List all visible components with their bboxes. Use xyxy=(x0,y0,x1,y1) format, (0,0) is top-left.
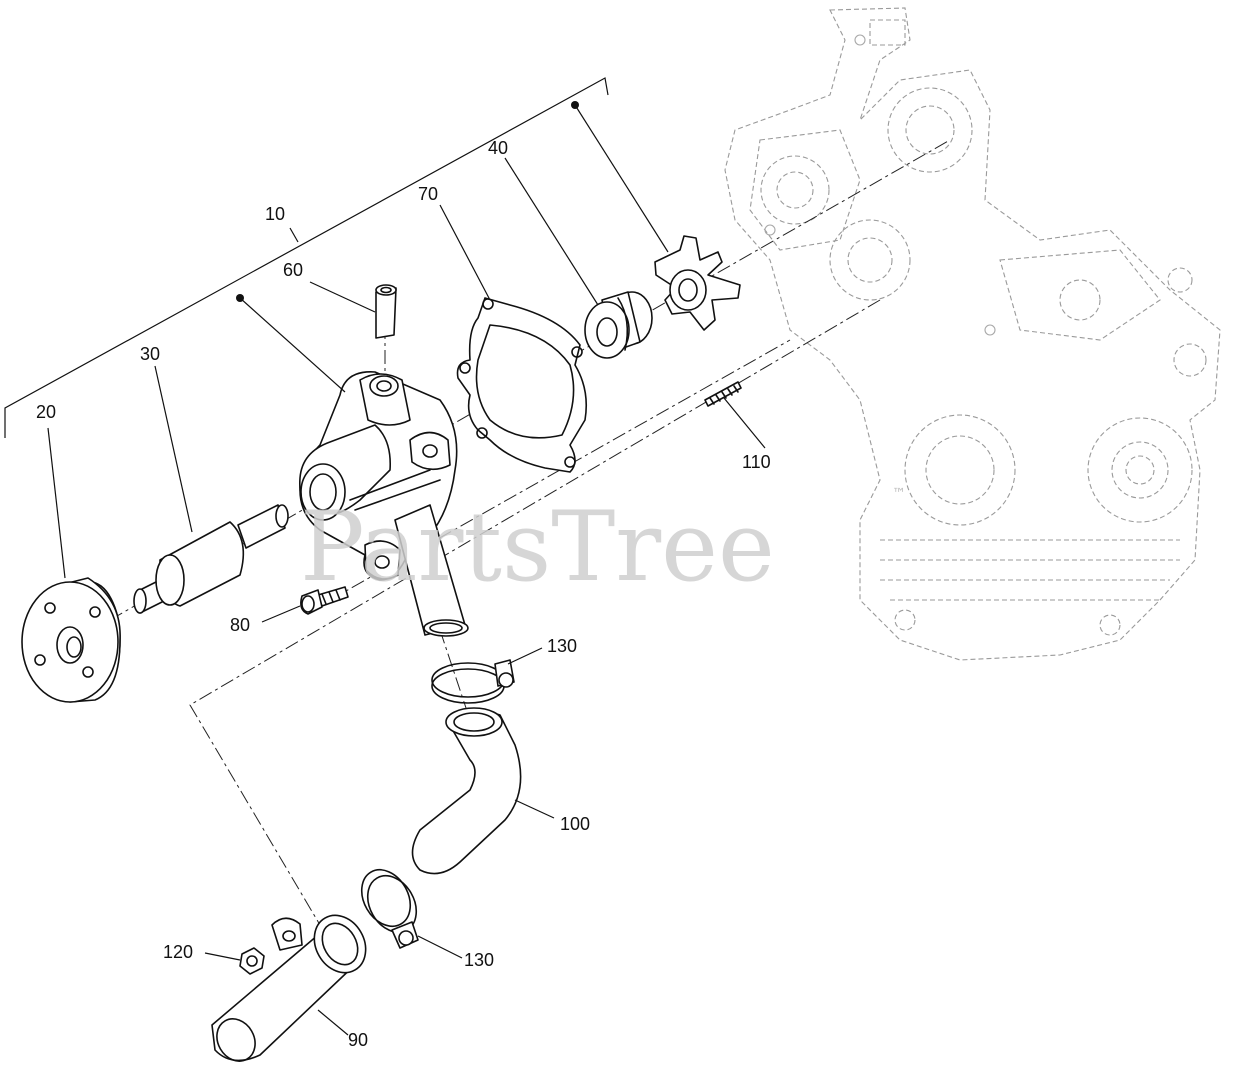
callout-10: 10 xyxy=(265,204,285,224)
watermark-trademark: ™ xyxy=(892,486,906,502)
callout-60: 60 xyxy=(283,260,303,280)
pump-housing xyxy=(298,371,469,637)
partstree-watermark: PartsTree ™ xyxy=(300,486,906,603)
bearing-shaft-part-30 xyxy=(133,504,289,614)
callout-20: 20 xyxy=(36,402,56,422)
callout-110: 110 xyxy=(742,452,771,472)
callout-130-lower: 130 xyxy=(464,950,494,970)
callout-70: 70 xyxy=(418,184,438,204)
callout-30: 30 xyxy=(140,344,160,364)
pipe-part-60 xyxy=(375,284,397,339)
pipe-part-90 xyxy=(211,914,367,1062)
impeller xyxy=(654,235,741,331)
callout-40: 40 xyxy=(488,138,508,158)
watermark-text: PartsTree xyxy=(300,491,775,603)
hose-part-100 xyxy=(411,707,522,875)
nut-part-120 xyxy=(239,947,265,975)
hose-clamp-lower-part-130 xyxy=(360,868,419,949)
assembly-bracket xyxy=(4,77,609,438)
callout-120: 120 xyxy=(163,942,193,962)
callout-80: 80 xyxy=(230,615,250,635)
leader-lines xyxy=(47,101,766,1036)
seal-part-40 xyxy=(584,291,653,359)
engine-block-ghost xyxy=(724,7,1221,661)
stud-part-110 xyxy=(704,381,742,407)
callout-90: 90 xyxy=(348,1030,368,1050)
callout-100: 100 xyxy=(560,814,590,834)
pulley-part-20 xyxy=(21,577,121,703)
callout-130-upper: 130 xyxy=(547,636,577,656)
gasket-part-70 xyxy=(456,297,588,473)
bolt-part-80 xyxy=(300,586,349,615)
callout-labels: 10 20 30 40 60 70 80 90 100 110 120 130 … xyxy=(36,138,771,1050)
hose-clamp-upper-part-130 xyxy=(431,659,515,704)
